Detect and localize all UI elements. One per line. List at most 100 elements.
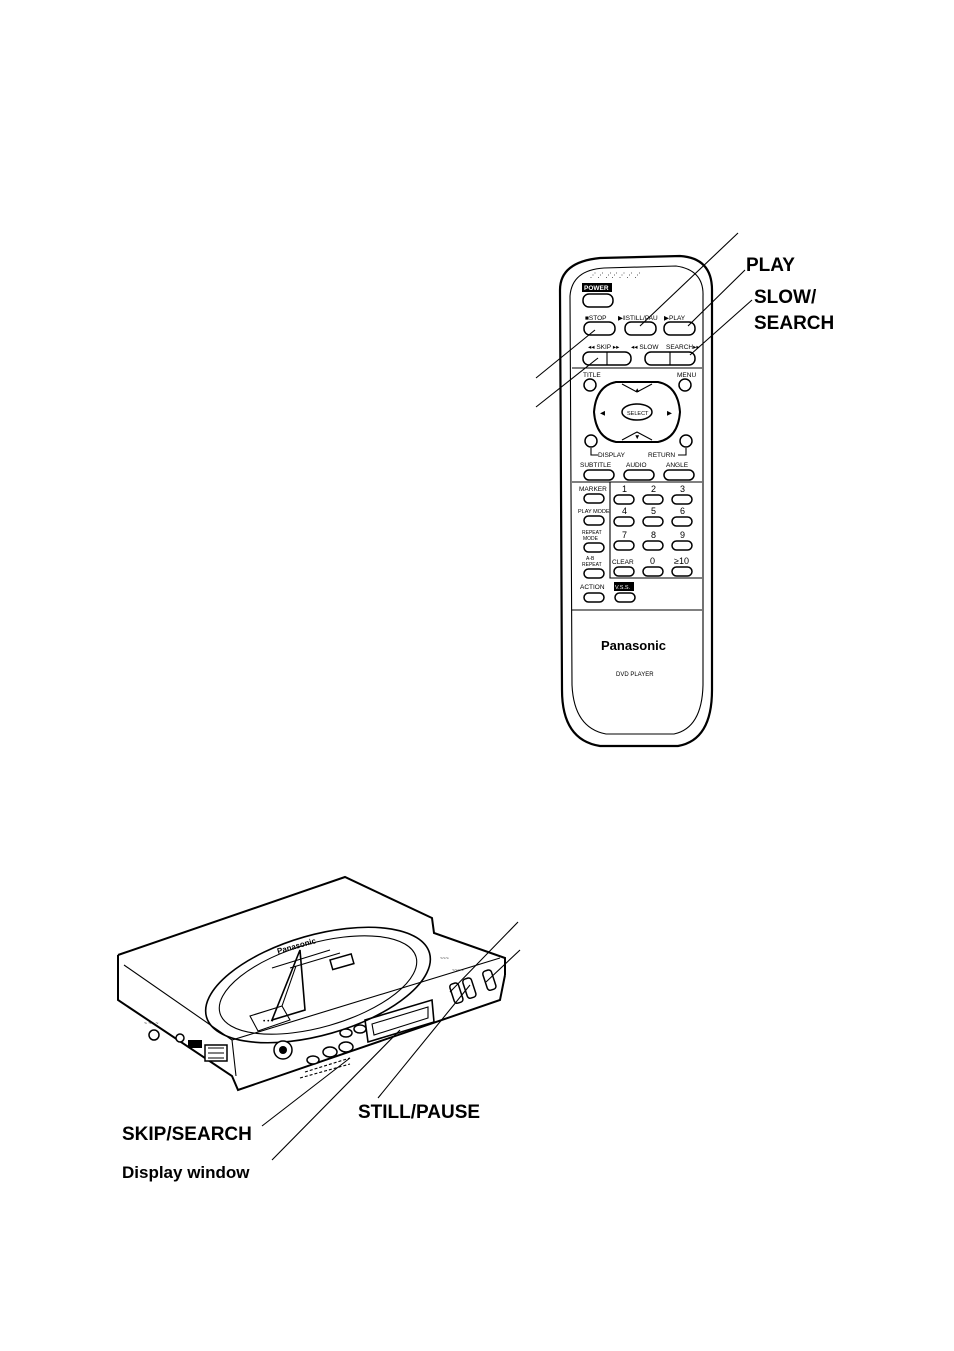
ab-repeat-button[interactable]: [583, 568, 605, 579]
menu-label: MENU: [677, 372, 696, 379]
return-button[interactable]: [679, 434, 693, 448]
digit-6-button[interactable]: [671, 516, 693, 527]
down-arrow-icon[interactable]: ▼: [634, 434, 640, 441]
digit-5-button[interactable]: [642, 516, 664, 527]
search-label: SEARCH▸▸: [666, 344, 700, 351]
digit-8-button[interactable]: [642, 540, 664, 551]
stop-label: ■STOP: [585, 315, 607, 322]
skip-search-button-3[interactable]: [306, 1055, 320, 1065]
audio-label: AUDIO: [626, 462, 647, 469]
jack-icon-2: [175, 1033, 185, 1043]
player-leader-lines: [261, 921, 521, 1161]
power-button[interactable]: [582, 293, 614, 308]
play-button-player[interactable]: [482, 969, 497, 991]
disc-lid: [204, 926, 432, 1044]
remote-leader-lines: [535, 232, 753, 408]
digit-1-button[interactable]: [613, 494, 635, 505]
marker-label: MARKER: [579, 486, 607, 493]
play-label: ▶PLAY: [664, 315, 686, 322]
leader-display-window: [271, 1029, 401, 1161]
skip-search-button-2[interactable]: [338, 1041, 354, 1053]
digit-9: 9: [680, 530, 685, 540]
display-window: [364, 998, 435, 1044]
ir-emitter: ⋰ ⋰ ⋰⋰ ⋰ ⋰ ⋰: [590, 273, 640, 279]
display-label: DISPLAY: [598, 452, 626, 459]
skip-label: ◂◂ SKIP ▸▸: [588, 344, 620, 351]
digit-1: 1: [622, 484, 627, 494]
digit-3-button[interactable]: [671, 494, 693, 505]
digit-7: 7: [622, 530, 627, 540]
vss-label-plate: [614, 582, 634, 591]
marker-button[interactable]: [583, 493, 605, 504]
play-button[interactable]: [663, 321, 696, 336]
slow-search-callout-2: SEARCH: [754, 313, 834, 334]
title-button[interactable]: [583, 378, 597, 392]
digit-2-button[interactable]: [642, 494, 664, 505]
digit-7-button[interactable]: [613, 540, 635, 551]
action-button[interactable]: [583, 592, 605, 603]
up-arrow-icon[interactable]: ▲: [634, 387, 640, 394]
power-label: POWER: [584, 285, 609, 292]
digit-10-button[interactable]: [671, 566, 693, 577]
cursor-pad: ▲ ▼ ◀ ▶ SELECT: [592, 381, 682, 443]
digit-0: 0: [650, 556, 655, 566]
dvd-player: Panasonic • • • ~ ~~ ~ ~~~ ~~: [117, 875, 506, 1092]
digit-0-button[interactable]: [642, 566, 664, 577]
vss-label: V.S.S.: [615, 585, 631, 591]
leader-slow-search-remote: [689, 299, 753, 356]
slow-label: ◂◂ SLOW: [631, 344, 659, 351]
angle-label: ANGLE: [666, 462, 689, 469]
stop-button-player[interactable]: [462, 977, 477, 999]
remote-control: ⋰ ⋰ ⋰⋰ ⋰ ⋰ ⋰ POWER ■STOP ▶‖STILL/PAU ▶PL…: [558, 254, 714, 748]
digit-9-button[interactable]: [671, 540, 693, 551]
digit-2: 2: [651, 484, 656, 494]
menu-button[interactable]: [678, 378, 692, 392]
leader-stop-player: [449, 921, 519, 993]
digit-6: 6: [680, 506, 685, 516]
stop-button[interactable]: [583, 321, 616, 336]
front-button-b[interactable]: [353, 1024, 367, 1034]
angle-button[interactable]: [663, 469, 695, 481]
leader-play-player: [485, 949, 521, 983]
svg-text:~ ~~ ~: ~ ~~ ~: [144, 1021, 159, 1027]
port-icon: [188, 1040, 202, 1048]
still-pause-button[interactable]: [624, 321, 657, 336]
return-label: RETURN: [648, 452, 675, 459]
dvd-logo-icon: [329, 953, 355, 971]
right-arrow-icon[interactable]: ▶: [667, 410, 673, 417]
svg-text:⋰ ⋰ ⋰⋰ ⋰ ⋰ ⋰: ⋰ ⋰ ⋰⋰ ⋰ ⋰ ⋰: [590, 273, 640, 279]
slow-search-callout-1: SLOW/: [754, 287, 817, 308]
subtitle-button[interactable]: [583, 469, 615, 481]
audio-button[interactable]: [623, 469, 655, 481]
play-mode-button[interactable]: [583, 515, 605, 526]
leader-skip-remote: [535, 357, 599, 408]
left-arrow-icon[interactable]: ◀: [600, 410, 606, 417]
repeat-mode-label-2: MODE: [583, 536, 599, 542]
svg-text:~~~~: ~~~~: [452, 968, 464, 974]
display-button[interactable]: [584, 434, 598, 448]
display-window-callout: Display window: [122, 1163, 250, 1182]
leader-stop-remote: [535, 329, 596, 379]
ab-repeat-label-2: REPEAT: [582, 562, 602, 568]
lid-open-marker: [270, 949, 306, 1022]
leader-play-remote: [687, 269, 746, 327]
svg-text:• • •: • • •: [263, 1018, 274, 1025]
leader-still-pause-player: [377, 984, 471, 1099]
vss-button[interactable]: [614, 592, 636, 603]
front-button-a[interactable]: [339, 1028, 353, 1038]
subtitle-label: SUBTITLE: [580, 462, 612, 469]
skip-search-button-1[interactable]: [322, 1046, 338, 1058]
leader-still-pause-remote: [639, 232, 739, 327]
ab-repeat-label-1: A-B: [586, 556, 595, 562]
clear-button[interactable]: [613, 566, 635, 577]
play-callout: PLAY: [746, 255, 795, 276]
select-button[interactable]: [621, 403, 653, 421]
svg-text:~~~: ~~~: [440, 956, 449, 962]
still-pause-callout: STILL/PAUSE: [358, 1102, 480, 1123]
digit-5: 5: [651, 506, 656, 516]
remote-model: DVD PLAYER: [616, 672, 654, 678]
repeat-mode-button[interactable]: [583, 542, 605, 553]
clear-label: CLEAR: [612, 559, 634, 566]
digit-4-button[interactable]: [613, 516, 635, 527]
